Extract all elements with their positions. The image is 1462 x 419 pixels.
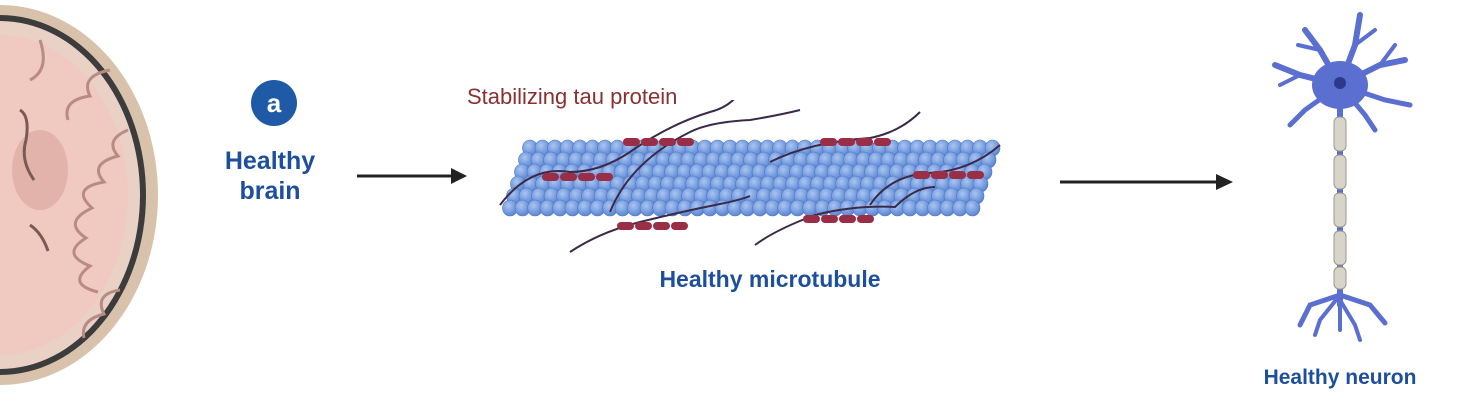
tau-protein-segment <box>596 173 613 181</box>
tau-protein-segment <box>578 173 595 181</box>
tau-protein-segment <box>874 138 891 146</box>
tau-protein-segment <box>653 222 670 230</box>
tau-protein-segment <box>967 171 984 179</box>
tau-strand <box>869 144 1001 206</box>
brain-illustration <box>0 5 158 385</box>
tau-protein-segment <box>931 171 948 179</box>
tau-protein-segment <box>671 222 688 230</box>
tau-protein-segment <box>856 138 873 146</box>
tau-protein-segment <box>838 138 855 146</box>
tau-protein-segment <box>641 138 658 146</box>
tau-protein-segment <box>659 138 676 146</box>
brain-label: Healthy brain <box>200 146 340 206</box>
tau-protein-segment <box>803 215 820 223</box>
tau-protein-segment <box>857 215 874 223</box>
panel-badge: a <box>251 80 297 126</box>
tau-protein-segment <box>635 222 652 230</box>
neuron-label: Healthy neuron <box>1263 366 1417 389</box>
tau-protein-segment <box>623 138 640 146</box>
arrow-right-icon <box>1060 174 1233 190</box>
tau-strand <box>499 100 735 206</box>
tau-protein-label: Stabilizing tau protein <box>467 84 678 109</box>
tau-protein-segment <box>913 171 930 179</box>
tau-protein-segment <box>949 171 966 179</box>
arrow-right-icon <box>357 168 467 184</box>
microtubule-label: Healthy microtubule <box>659 266 881 292</box>
tau-protein-segment <box>821 215 838 223</box>
tau-strand <box>609 109 801 213</box>
tau-protein-segment <box>542 173 559 181</box>
microtubule-illustration <box>499 100 1001 253</box>
tau-protein-segment <box>560 173 577 181</box>
tau-protein-segment <box>820 138 837 146</box>
brain-label-text: Healthy brain <box>224 147 316 205</box>
tau-strand <box>754 186 936 246</box>
tau-protein-segment <box>617 222 634 230</box>
tau-protein-segment <box>677 138 694 146</box>
neuron-illustration <box>1272 12 1413 342</box>
tau-protein-segment <box>839 215 856 223</box>
tau-strand <box>569 195 751 253</box>
